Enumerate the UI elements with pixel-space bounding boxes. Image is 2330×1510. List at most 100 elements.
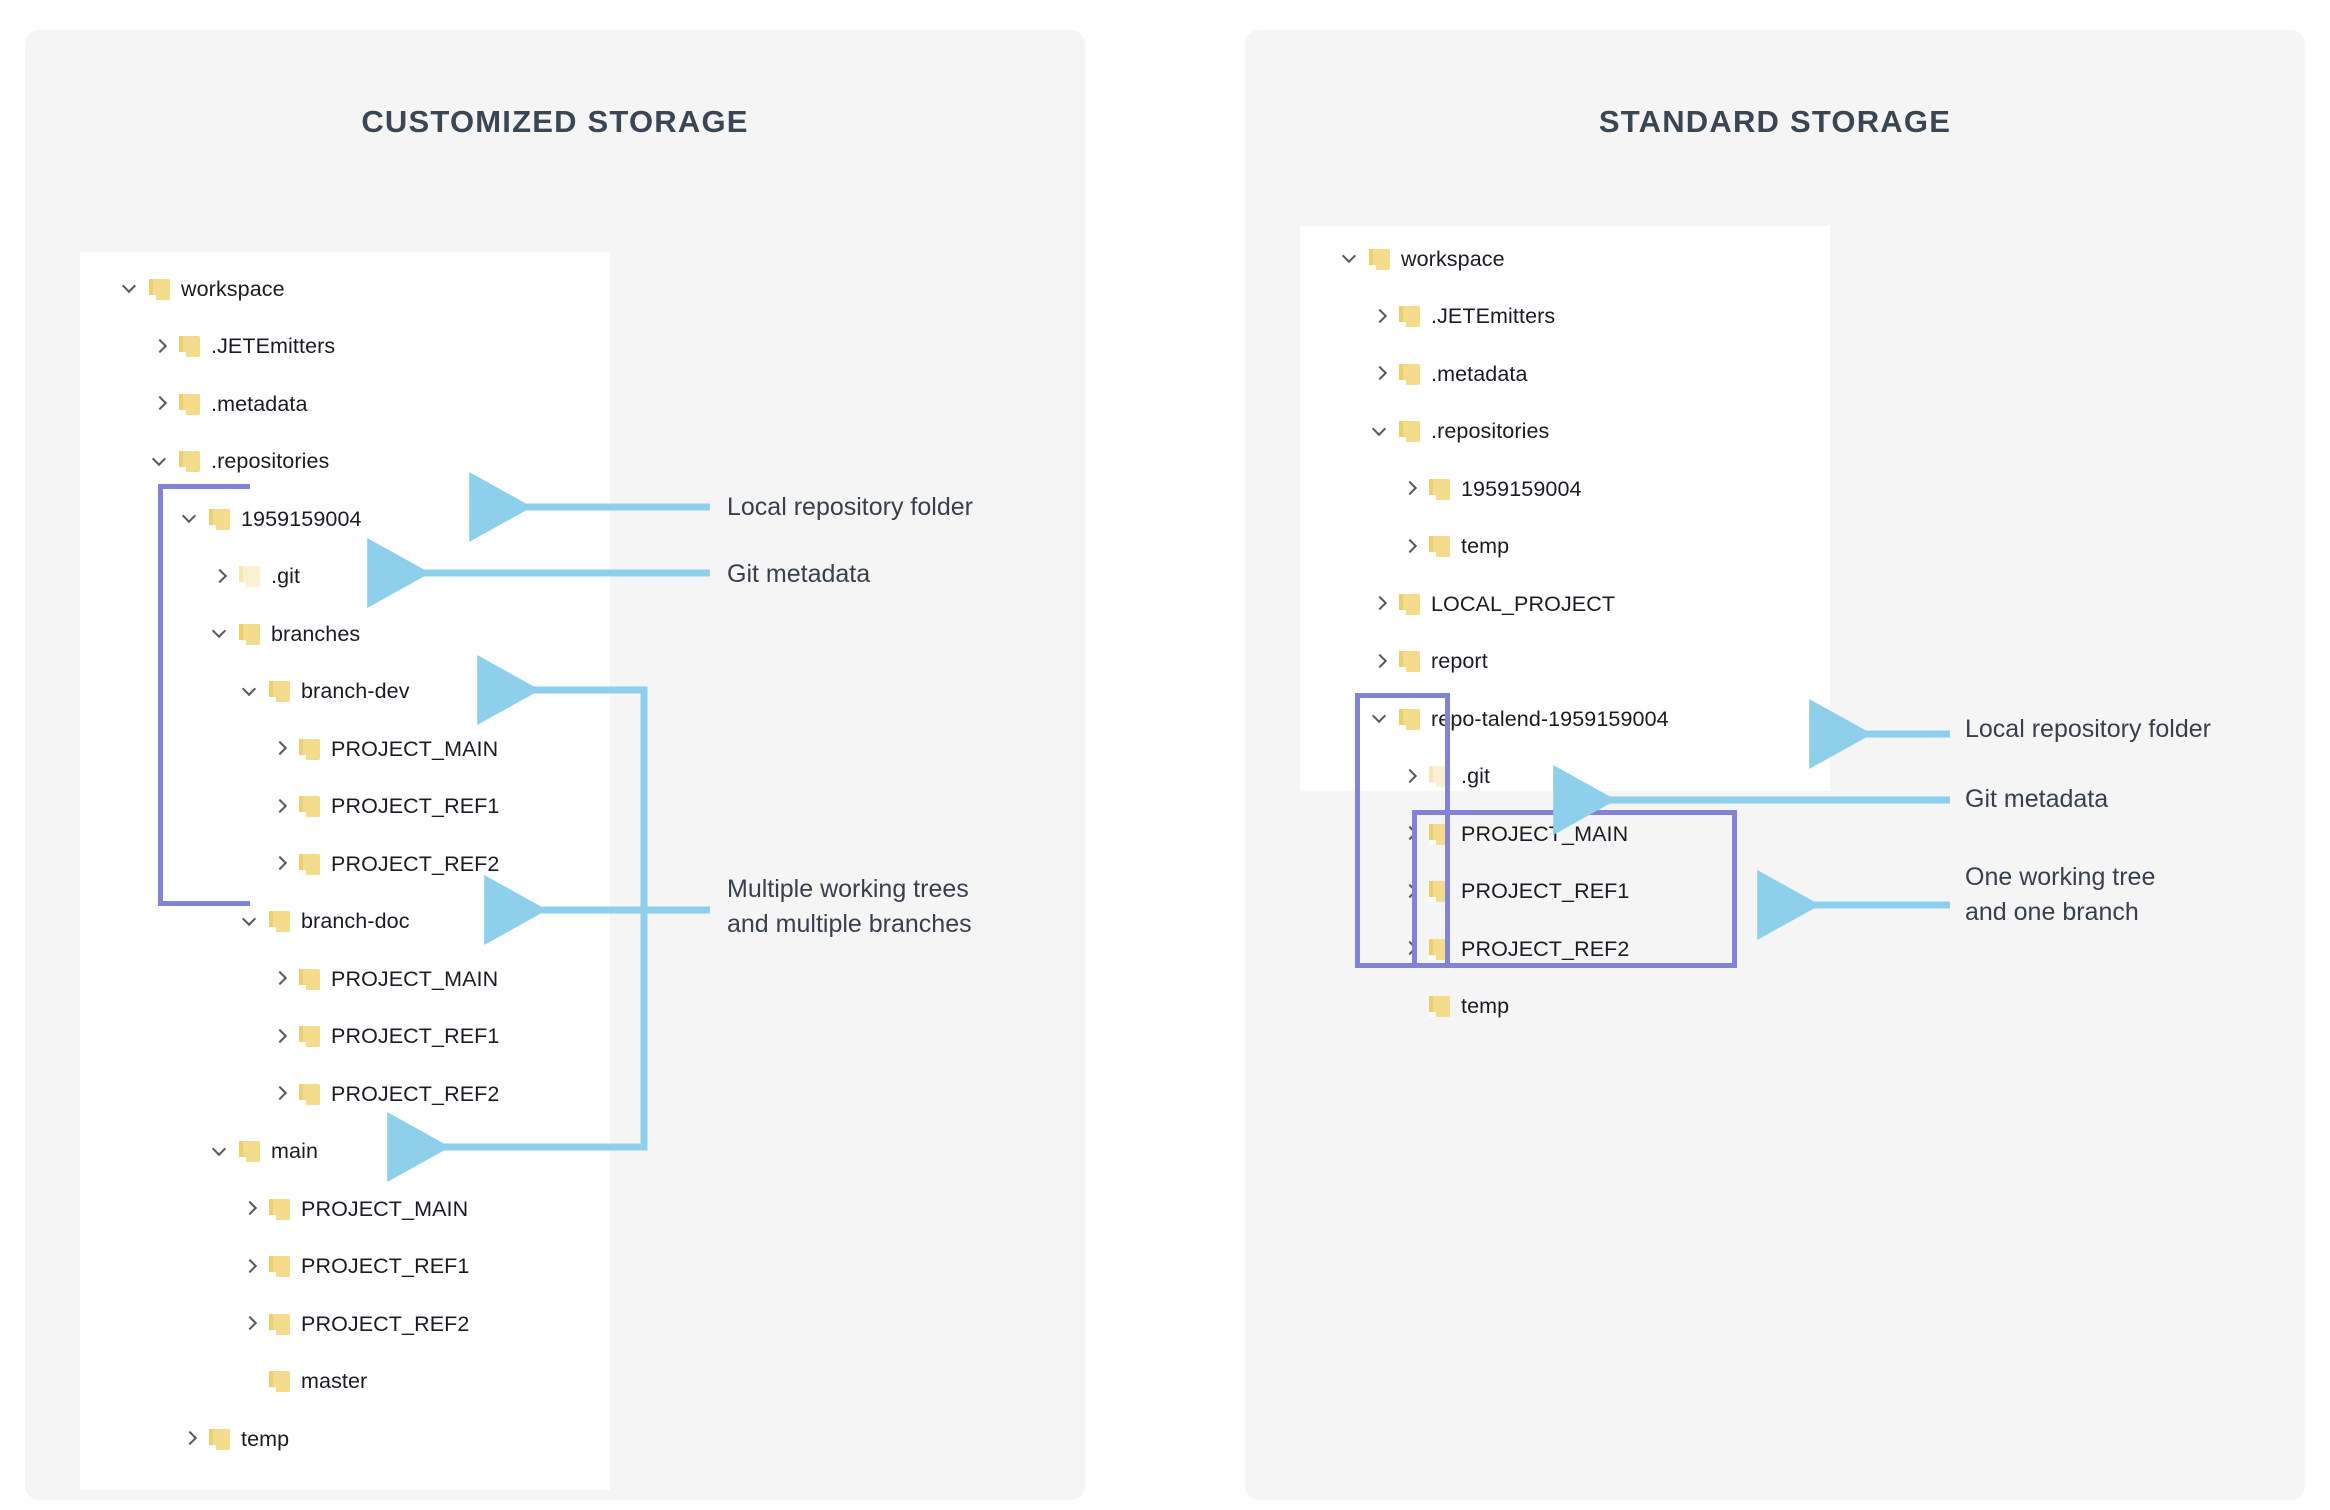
tree-item[interactable]: PROJECT_REF2	[270, 1075, 499, 1113]
tree-item-label: PROJECT_REF2	[1461, 936, 1630, 961]
tree-item[interactable]: workspace	[1340, 240, 1505, 278]
chevron-right-icon[interactable]	[270, 796, 292, 818]
tree-item[interactable]: PROJECT_REF1	[1400, 873, 1629, 911]
chevron-right-icon[interactable]	[150, 393, 172, 415]
chevron-down-icon[interactable]	[150, 451, 172, 473]
chevron-right-icon[interactable]	[1370, 651, 1392, 673]
tree-item[interactable]: PROJECT_REF1	[240, 1248, 469, 1286]
chevron-right-icon[interactable]	[150, 336, 172, 358]
chevron-right-icon[interactable]	[1370, 363, 1392, 385]
chevron-right-icon[interactable]	[270, 738, 292, 760]
chevron-placeholder-icon	[240, 1371, 262, 1393]
tree-item-label: 1959159004	[1461, 476, 1582, 501]
tree-item[interactable]: .metadata	[150, 385, 308, 423]
folder-icon	[268, 681, 292, 702]
tree-item[interactable]: temp	[1400, 528, 1509, 566]
tree-item[interactable]: main	[210, 1133, 318, 1171]
tree-item[interactable]: 1959159004	[1400, 470, 1582, 508]
chevron-down-icon[interactable]	[1370, 421, 1392, 443]
bracket-customized-repository	[158, 484, 250, 906]
folder-icon	[298, 853, 322, 875]
folder-icon	[1428, 478, 1452, 500]
tree-item[interactable]: .metadata	[1370, 355, 1528, 393]
tree-item[interactable]: master	[240, 1363, 367, 1401]
tree-item-label: main	[271, 1139, 319, 1163]
tree-item[interactable]: workspace	[120, 270, 285, 308]
tree-item-label: PROJECT_MAIN	[331, 966, 499, 991]
chevron-right-icon[interactable]	[180, 1428, 202, 1450]
tree-item[interactable]: repo-talend-1959159004	[1370, 700, 1669, 738]
tree-item-label: PROJECT_REF2	[301, 1311, 470, 1336]
note-one-working-tree: One working tree and one branch	[1965, 863, 2156, 926]
tree-item[interactable]: temp	[180, 1420, 289, 1458]
tree-item[interactable]: PROJECT_REF1	[270, 788, 499, 826]
tree-item[interactable]: branch-doc	[240, 903, 410, 941]
note-multiple-working-trees: Multiple working trees and multiple bran…	[727, 875, 972, 938]
folder-icon	[1398, 363, 1422, 385]
chevron-right-icon[interactable]	[1400, 478, 1422, 500]
chevron-right-icon[interactable]	[1370, 593, 1392, 615]
note-git-metadata-right: Git metadata	[1965, 785, 2109, 813]
folder-icon	[298, 796, 322, 817]
folder-icon	[268, 1371, 292, 1392]
folder-icon	[238, 566, 262, 587]
tree-item[interactable]: PROJECT_REF2	[270, 845, 499, 883]
panel-title-standard: STANDARD STORAGE	[1598, 104, 1952, 139]
tree-item[interactable]: .JETEmitters	[1370, 298, 1555, 336]
folder-icon	[268, 1198, 292, 1220]
tree-item[interactable]: PROJECT_MAIN	[270, 960, 498, 998]
tree-item[interactable]: PROJECT_MAIN	[270, 730, 498, 768]
tree-item-label: .JETEmitters	[1431, 304, 1556, 328]
tree-item-label: repo-talend-1959159004	[1431, 706, 1669, 731]
folder-icon	[178, 336, 202, 357]
chevron-right-icon[interactable]	[240, 1313, 262, 1335]
folder-icon	[268, 1313, 292, 1335]
tree-item[interactable]: .JETEmitters	[150, 328, 335, 366]
tree-item[interactable]: 1959159004	[180, 500, 362, 538]
chevron-right-icon[interactable]	[240, 1198, 262, 1220]
chevron-right-icon[interactable]	[270, 1083, 292, 1105]
tree-item-label: .repositories	[1431, 419, 1550, 443]
tree-item[interactable]: .repositories	[150, 443, 329, 481]
note-local-repository-right: Local repository folder	[1965, 715, 2211, 743]
folder-icon	[298, 1083, 322, 1105]
tree-item[interactable]: report	[1370, 643, 1488, 681]
tree-item[interactable]: PROJECT_MAIN	[240, 1190, 468, 1228]
tree-item[interactable]: branch-dev	[240, 673, 410, 711]
chevron-down-icon[interactable]	[210, 1141, 232, 1163]
tree-item[interactable]: branches	[210, 615, 360, 653]
folder-icon	[208, 508, 232, 530]
chevron-right-icon[interactable]	[1370, 306, 1392, 328]
folder-icon	[148, 278, 172, 300]
tree-item[interactable]: .repositories	[1370, 413, 1549, 451]
tree-item[interactable]: PROJECT_REF2	[1400, 930, 1629, 968]
tree-item[interactable]: PROJECT_REF1	[270, 1018, 499, 1056]
folder-icon	[238, 623, 262, 645]
chevron-down-icon[interactable]	[120, 278, 142, 300]
chevron-right-icon[interactable]	[270, 853, 292, 875]
tree-item-label: workspace	[181, 276, 285, 301]
chevron-right-icon[interactable]	[270, 968, 292, 990]
tree-item[interactable]: PROJECT_REF2	[240, 1305, 469, 1343]
chevron-right-icon[interactable]	[240, 1256, 262, 1278]
tree-item[interactable]: temp	[1400, 988, 1509, 1026]
folder-icon	[298, 1026, 322, 1047]
tree-item-label: PROJECT_REF2	[331, 1081, 500, 1106]
chevron-placeholder-icon	[1400, 996, 1422, 1018]
chevron-down-icon[interactable]	[240, 911, 262, 933]
tree-item[interactable]: LOCAL_PROJECT	[1370, 585, 1615, 623]
tree-item-label: master	[301, 1369, 368, 1393]
chevron-down-icon[interactable]	[1340, 248, 1362, 270]
folder-icon	[1398, 593, 1422, 615]
tree-item-label: PROJECT_REF1	[1461, 879, 1630, 903]
chevron-right-icon[interactable]	[270, 1026, 292, 1048]
tree-item[interactable]: .git	[210, 558, 300, 596]
tree-item-label: PROJECT_REF1	[331, 1024, 500, 1048]
tree-item[interactable]: .git	[1400, 758, 1490, 796]
tree-item-label: PROJECT_REF2	[331, 851, 500, 876]
folder-icon	[268, 1256, 292, 1277]
panel-standard-storage: STANDARD STORAGE workspace .JETEmitters .m…	[1245, 30, 2305, 1500]
panel-title-customized: CUSTOMIZED STORAGE	[361, 104, 749, 139]
chevron-right-icon[interactable]	[1400, 536, 1422, 558]
